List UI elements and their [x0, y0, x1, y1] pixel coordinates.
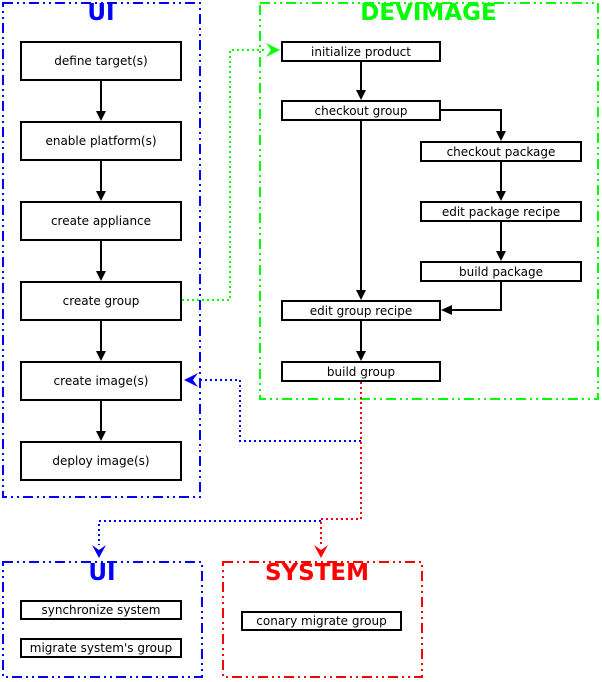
node-conary-migrate-group: conary migrate group	[241, 611, 402, 631]
edge-build-package-to-edit-group-recipe	[441, 282, 502, 315]
node-build-group: build group	[281, 361, 441, 382]
edge-arrowhead	[496, 251, 506, 261]
edge-create-appliance-to-create-group	[96, 241, 106, 281]
edge-arrowhead	[96, 111, 106, 121]
edge-line	[198, 379, 361, 442]
edge-arrowhead	[92, 545, 106, 558]
edge-line	[441, 109, 502, 132]
edge-initialize-product-to-checkout-group	[356, 62, 366, 100]
edge-build-group-to-ui-bottom	[92, 520, 321, 558]
edge-checkout-group-to-edit-group-recipe	[356, 121, 366, 300]
edge-line	[452, 282, 502, 311]
edge-checkout-group-to-checkout-package	[441, 109, 506, 141]
edge-line	[98, 520, 321, 545]
node-checkout-group: checkout group	[281, 100, 441, 121]
node-create-group: create group	[20, 281, 182, 321]
edge-arrowhead	[441, 305, 452, 315]
cluster-ui-top-title: UI	[87, 0, 115, 26]
cluster-ui-top-border	[2, 2, 201, 498]
edge-edit-package-recipe-to-build-package	[496, 222, 506, 261]
edge-arrowhead	[96, 191, 106, 201]
edge-arrowhead	[356, 351, 366, 361]
edge-arrowhead	[96, 351, 106, 361]
node-edit-package-recipe: edit package recipe	[420, 201, 582, 222]
edge-arrowhead	[496, 191, 506, 201]
node-edit-group-recipe: edit group recipe	[281, 300, 441, 321]
cluster-devimage-title: DEVIMAGE	[360, 0, 497, 26]
edge-arrowhead	[96, 431, 106, 441]
node-build-package: build package	[420, 261, 582, 282]
cluster-system-border	[222, 561, 423, 678]
edge-arrowhead	[356, 90, 366, 100]
cluster-system-title: SYSTEM	[264, 560, 370, 586]
edge-create-group-to-initialize-product	[182, 43, 280, 301]
edge-arrowhead	[96, 271, 106, 281]
edge-build-group-to-system	[314, 382, 362, 558]
edge-build-group-to-create-images	[184, 373, 361, 442]
node-create-images: create image(s)	[20, 361, 182, 401]
node-deploy-images: deploy image(s)	[20, 441, 182, 481]
edge-line	[182, 49, 266, 301]
node-create-appliance: create appliance	[20, 201, 182, 241]
edge-line	[320, 382, 362, 545]
node-define-targets: define target(s)	[20, 41, 182, 81]
node-synchronize-system: synchronize system	[20, 600, 182, 620]
edge-arrowhead	[266, 43, 280, 57]
edge-enable-platforms-to-create-appliance	[96, 161, 106, 201]
node-migrate-systems-group: migrate system's group	[20, 638, 182, 658]
edge-create-images-to-deploy-images	[96, 401, 106, 441]
edge-define-targets-to-enable-platforms	[96, 81, 106, 121]
edge-checkout-package-to-edit-package-recipe	[496, 162, 506, 201]
edge-arrowhead	[496, 131, 506, 141]
cluster-devimage-border	[259, 2, 599, 400]
node-checkout-package: checkout package	[420, 141, 582, 162]
edge-arrowhead	[184, 373, 198, 387]
cluster-ui-bottom-title: UI	[88, 560, 116, 586]
cluster-ui-bottom-border	[2, 561, 203, 678]
edge-arrowhead	[356, 290, 366, 300]
node-initialize-product: initialize product	[281, 41, 441, 62]
edge-edit-group-recipe-to-build-group	[356, 321, 366, 361]
node-enable-platforms: enable platform(s)	[20, 121, 182, 161]
edge-arrowhead	[314, 545, 328, 558]
edge-create-group-to-create-images	[96, 321, 106, 361]
